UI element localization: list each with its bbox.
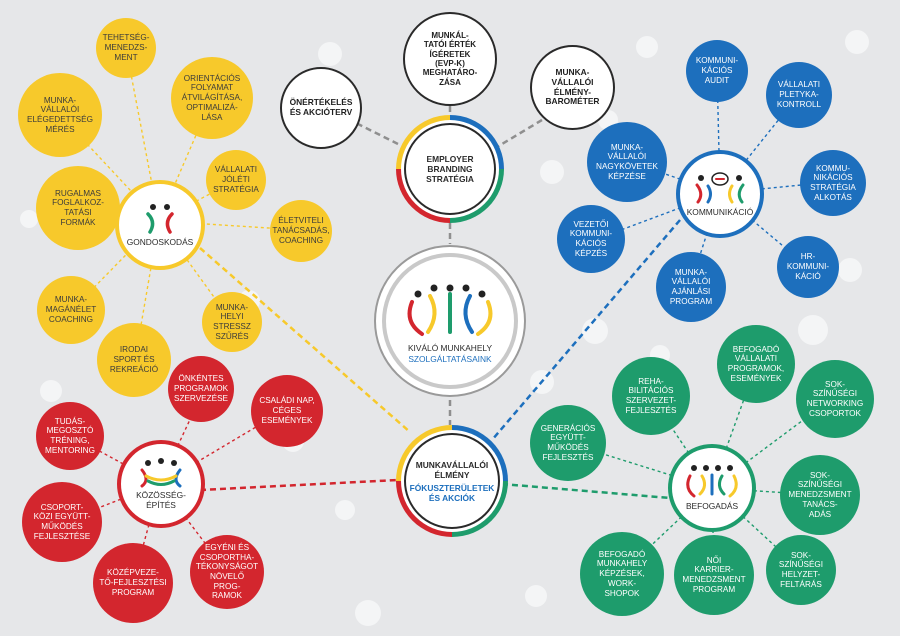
link-experience-community [199,478,399,492]
communication-satellite-hr[interactable]: HR-KOMMUNI-KÁCIÓ [777,236,839,298]
background-bubble [355,600,381,626]
center-label-1: KIVÁLÓ MUNKAHELY [407,343,493,354]
background-bubble [20,210,38,228]
community-label-1: KÖZÖSSÉG- [136,489,186,500]
link-experience-care [199,247,411,433]
background-bubble [540,160,564,184]
care-hub[interactable]: GONDOSKODÁS [115,180,205,270]
experience-label-4: ÉS AKCIÓK [428,492,476,503]
background-bubble [636,36,658,58]
background-bubble [335,500,355,520]
communication-label: KOMMUNIKÁCIÓ [686,207,754,218]
experience-label-1: MUNKAVÁLLALÓI [415,459,489,470]
background-bubble [845,30,869,54]
experience-label-3: FÓKUSZTERÜLETEK [409,482,495,493]
background-bubble [40,380,62,402]
inclusion-label: BEFOGADÁS [685,501,739,512]
people-talking-icon [695,172,745,204]
center-label-2: SZOLGÁLTATÁSAINK [408,353,492,364]
center-hub[interactable]: KIVÁLÓ MUNKAHELY SZOLGÁLTATÁSAINK [374,245,526,397]
background-bubble [318,42,342,66]
people-logo-icon [407,284,493,337]
community-label-2: ÉPÍTÉS [146,499,176,510]
people-group-icon [140,457,182,488]
people-pair-icon [146,204,174,234]
background-bubble [838,258,862,282]
strategy-label-3: STRATÉGIA [426,174,474,184]
link-experience-communication [491,219,681,441]
strategy-label-2: BRANDING [427,164,473,174]
link-experience-inclusion [501,482,671,500]
background-bubble [525,585,547,607]
background-bubble [798,315,828,345]
communication-hub[interactable]: KOMMUNIKÁCIÓ [676,150,764,238]
community-hub[interactable]: KÖZÖSSÉG- ÉPÍTÉS [117,440,205,528]
care-label: GONDOSKODÁS [126,237,194,248]
employer-branding-hub[interactable]: EMPLOYER BRANDING STRATÉGIA [396,115,504,223]
strategy-label-1: EMPLOYER [426,154,474,164]
experience-label-2: ÉLMÉNY [434,469,470,480]
inclusion-hub[interactable]: BEFOGADÁS [668,444,756,532]
employee-experience-hub[interactable]: MUNKAVÁLLALÓI ÉLMÉNY FÓKUSZTERÜLETEK ÉS … [396,425,508,537]
care-satellite-talent[interactable]: TEHETSÉG-MENEDZS-MENT [96,18,156,78]
people-circle-icon [686,465,738,498]
link-strategy-barometer [491,118,543,152]
